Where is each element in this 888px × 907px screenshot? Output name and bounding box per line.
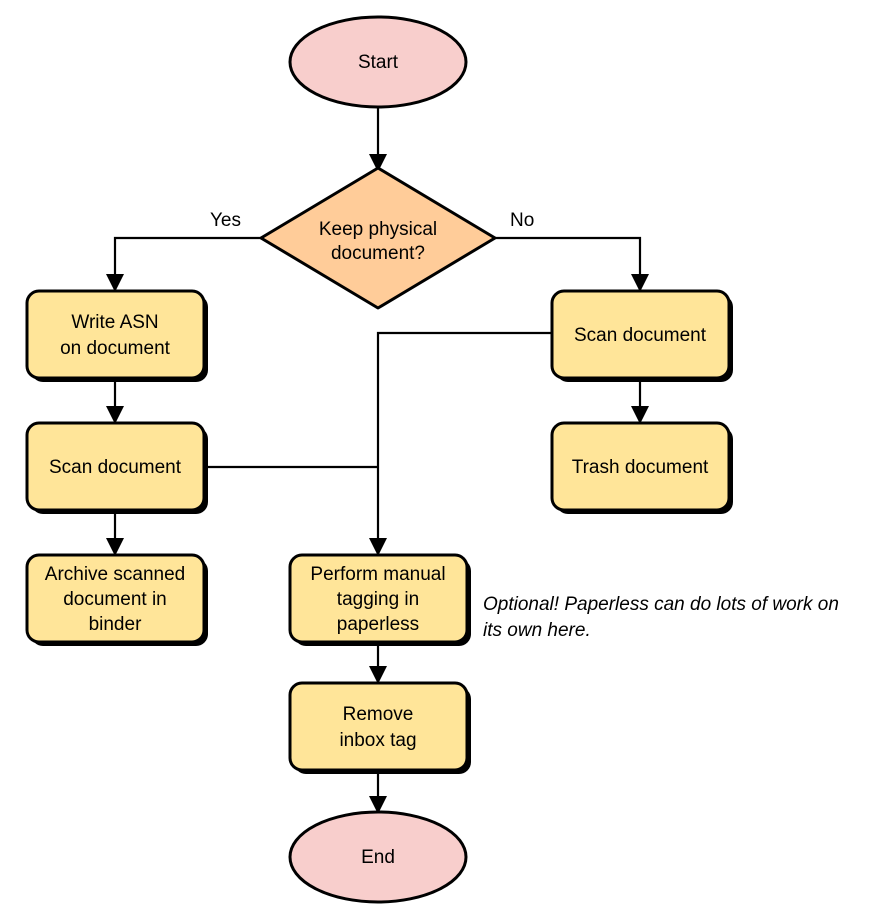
edge-label-yes: Yes [210, 210, 241, 231]
node-perform-manual-tagging[interactable]: Perform manual tagging in paperless [288, 553, 471, 646]
process-box-shape [550, 289, 731, 380]
node-start[interactable]: Start [288, 15, 468, 109]
write-asn-label-line1: Write ASN [71, 312, 158, 333]
edge-line [495, 236, 642, 284]
arrowhead-icon [106, 274, 124, 292]
process-box-shape [25, 553, 206, 644]
node-remove-inbox-tag[interactable]: Remove inbox tag [288, 681, 471, 774]
edge-tagging-to-remove-tag [369, 642, 387, 684]
edge-line [376, 331, 552, 548]
edge-line [113, 236, 261, 284]
node-end[interactable]: End [288, 810, 468, 904]
scan-document-right-label: Scan document [574, 325, 707, 346]
process-box-shape [288, 681, 469, 772]
end-label: End [361, 847, 395, 868]
remove-tag-label-line2: inbox tag [339, 730, 416, 751]
edge-scan-right-to-tagging [369, 331, 552, 556]
process-box-shape [288, 553, 469, 644]
start-ellipse-shape [288, 15, 468, 109]
decision-label-line1: Keep physical [319, 219, 437, 240]
arrowhead-icon [369, 154, 387, 172]
arrowhead-icon [106, 538, 124, 556]
node-write-asn-on-document[interactable]: Write ASN on document [25, 289, 208, 382]
node-trash-document[interactable]: Trash document [550, 421, 733, 514]
edge-decision-yes: Yes [106, 210, 261, 292]
write-asn-label-line2: on document [60, 338, 171, 359]
archive-label-line3: binder [89, 614, 142, 635]
start-label: Start [358, 52, 399, 73]
decision-diamond-shape [259, 166, 497, 310]
edge-remove-tag-to-end [369, 770, 387, 814]
node-archive-scanned-document-in-binder[interactable]: Archive scanned document in binder [25, 553, 208, 646]
node-scan-document-right[interactable]: Scan document [550, 289, 733, 382]
process-box-shape [25, 289, 206, 380]
arrowhead-icon [369, 796, 387, 814]
arrowhead-icon [369, 538, 387, 556]
process-box-shape [550, 421, 731, 512]
edges-layer: Yes No [106, 107, 649, 814]
end-ellipse-shape [288, 810, 468, 904]
edge-scan-right-to-trash [631, 378, 649, 424]
tagging-label-line3: paperless [337, 614, 419, 635]
trash-document-label: Trash document [572, 457, 709, 478]
edge-start-to-decision [369, 107, 387, 172]
arrowhead-icon [369, 666, 387, 684]
tagging-label-line1: Perform manual [310, 564, 445, 585]
edge-write-asn-to-scan-left [106, 378, 124, 424]
tagging-label-line2: tagging in [337, 589, 419, 610]
node-scan-document-left[interactable]: Scan document [25, 421, 208, 514]
annotation-line1: Optional! Paperless can do lots of work … [483, 594, 839, 615]
annotation-optional-note: Optional! Paperless can do lots of work … [483, 594, 839, 641]
edge-scan-left-to-archive [106, 510, 124, 556]
arrowhead-icon [631, 406, 649, 424]
arrowhead-icon [631, 274, 649, 292]
annotation-line2: its own here. [483, 620, 591, 641]
edge-decision-no: No [495, 210, 649, 292]
node-decision-keep-physical-document[interactable]: Keep physical document? [259, 166, 497, 310]
archive-label-line1: Archive scanned [45, 564, 185, 585]
scan-document-left-label: Scan document [49, 457, 182, 478]
remove-tag-label-line1: Remove [343, 704, 414, 725]
archive-label-line2: document in [63, 589, 167, 610]
process-box-shape [25, 421, 206, 512]
decision-label-line2: document? [331, 243, 425, 264]
edge-label-no: No [510, 210, 534, 231]
arrowhead-icon [106, 406, 124, 424]
